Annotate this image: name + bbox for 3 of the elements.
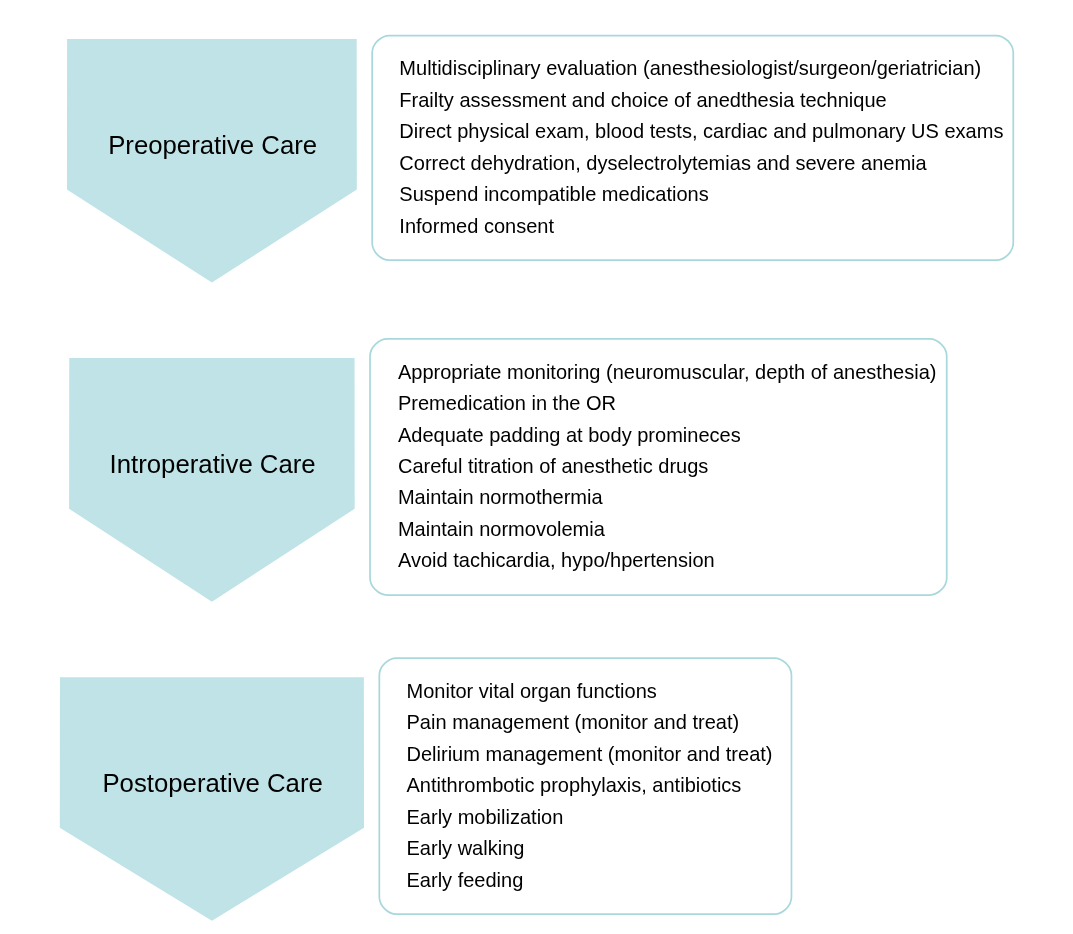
node-box: Multidisciplinary evaluation (anesthesiologist/surgeon/geriatrician) Frailty assessment and choice of anedthesia technique Direct physical exam, blood tests, cardiac and pulmonary US exams Correct dehydration, dyselectrolytemias and severe anemia Suspend incompatible medications Informed consent bbox=[370, 34, 1014, 262]
node-box: Monitor vital organ functions Pain management (monitor and treat) Delirium management (monitor and treat) Antithrombotic prophylaxis, antibiotics Early mobilization Early walking Early feeding bbox=[377, 657, 792, 916]
node-box: Appropriate monitoring (neuromuscular, depth of anesthesia) Premedication in the OR Adequate padding at body promineces Careful titration of anesthetic drugs Maintain normothermia Maintain normovolemia Avoid tachicardia, hypo/hpertension bbox=[368, 338, 948, 596]
